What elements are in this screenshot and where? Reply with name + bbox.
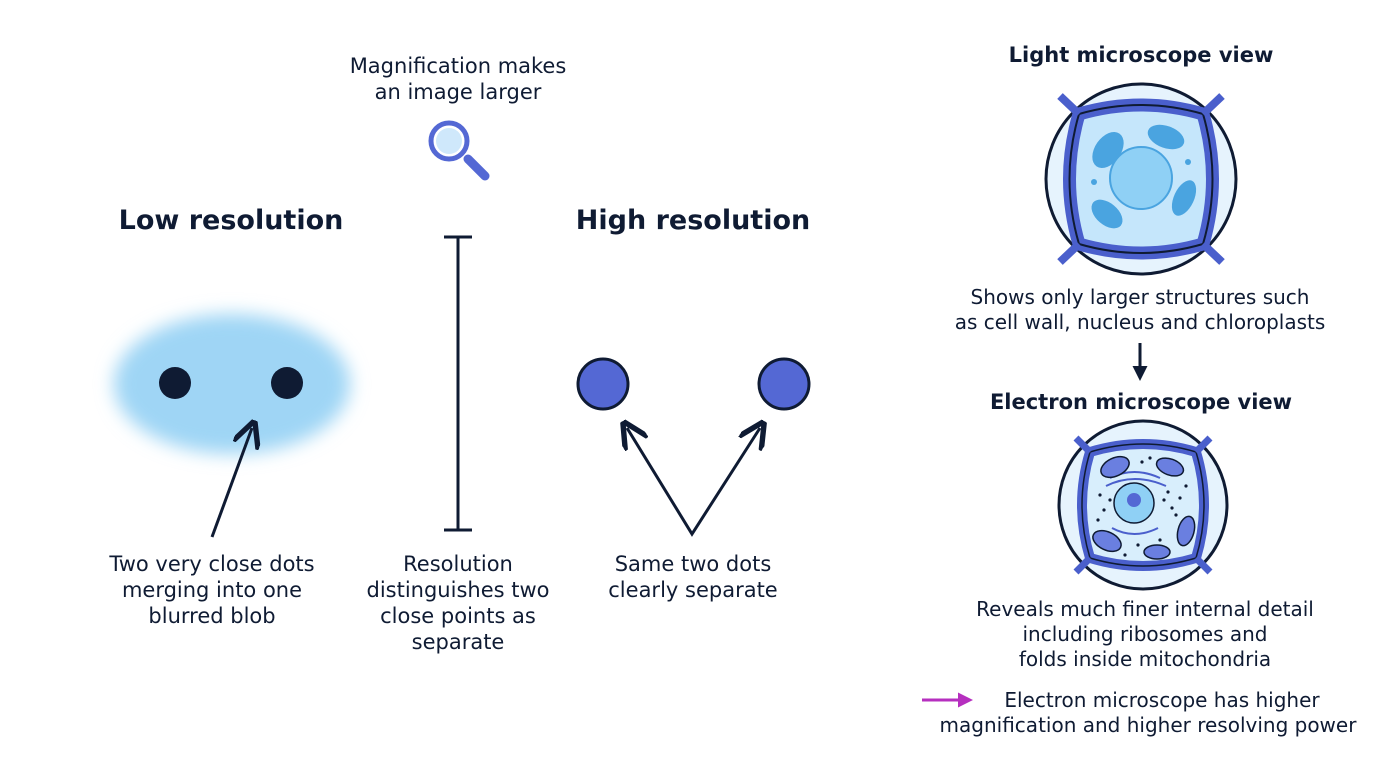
light-microscope-title: Light microscope view (1008, 43, 1274, 67)
low-res-dot-left (159, 367, 191, 399)
high-res-arrows (627, 428, 760, 537)
magnifying-glass-icon (428, 120, 490, 181)
resolution-bar (444, 235, 472, 532)
resolution-caption-line: separate (411, 630, 505, 654)
low-resolution-caption-line: Two very close dots (109, 552, 315, 576)
electron-microscope-caption-line: folds inside mitochondria (1018, 647, 1272, 671)
blurred-blob (114, 314, 350, 454)
resolution-caption-line: Resolution (403, 552, 513, 576)
light-microscope-caption: Shows only larger structures such as cel… (930, 285, 1350, 335)
low-res-arrow (210, 428, 252, 538)
high-res-dot-left (576, 357, 630, 411)
low-resolution-caption-line: merging into one (121, 578, 303, 602)
high-resolution-caption-line: clearly separate (608, 578, 778, 602)
conclusion-text: Electron microscope has higher magnifica… (928, 688, 1368, 738)
low-resolution-caption: Two very close dots merging into one blu… (82, 551, 342, 629)
low-resolution-caption-line: blurred blob (148, 604, 276, 628)
low-res-dot-right (271, 367, 303, 399)
magnification-caption-line: Magnification makes (349, 54, 567, 78)
electron-microscope-cell (1057, 419, 1229, 591)
electron-microscope-title: Electron microscope view (989, 390, 1293, 414)
light-microscope-caption-line: as cell wall, nucleus and chloroplasts (954, 310, 1326, 334)
resolution-caption-line: close points as (380, 604, 536, 628)
magnification-caption-line: an image larger (374, 80, 542, 104)
resolution-caption: Resolution distinguishes two close point… (348, 551, 568, 655)
electron-microscope-caption-line: including ribosomes and (1022, 622, 1268, 646)
high-resolution-title: High resolution (575, 205, 811, 236)
high-resolution-caption: Same two dots clearly separate (583, 551, 803, 603)
magnification-caption: Magnification makes an image larger (318, 53, 598, 105)
light-microscope-caption-line: Shows only larger structures such (970, 285, 1310, 309)
low-resolution-title: Low resolution (118, 205, 344, 236)
conclusion-line: magnification and higher resolving power (939, 713, 1357, 737)
high-resolution-caption-line: Same two dots (614, 552, 772, 576)
electron-microscope-caption: Reveals much finer internal detail inclu… (955, 597, 1335, 672)
light-microscope-cell (1044, 82, 1238, 276)
resolution-caption-line: distinguishes two (366, 578, 550, 602)
electron-microscope-caption-line: Reveals much finer internal detail (976, 597, 1314, 621)
high-res-dot-right (757, 357, 811, 411)
conclusion-line: Electron microscope has higher (1004, 688, 1320, 712)
